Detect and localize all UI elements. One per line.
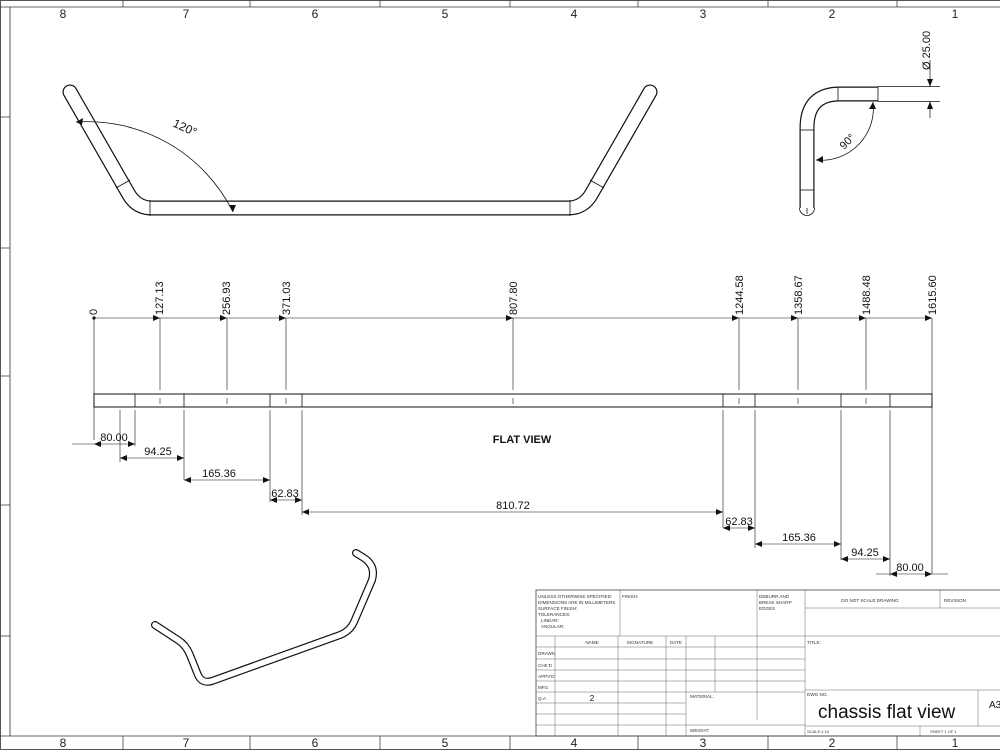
zone-bottom-1: 1 xyxy=(952,736,959,750)
diameter-label: Ø 25.00 xyxy=(921,31,933,70)
tb-note-2: DIMENSIONS ARE IN MILLIMETERS xyxy=(538,600,615,605)
flat-view: 0 127.13 256.93 371.03 807.80 1244.58 13… xyxy=(72,275,948,577)
front-view: 120° xyxy=(62,84,658,216)
zone-top-7: 7 xyxy=(183,7,190,21)
ordinate-dim-0: 0 xyxy=(88,309,100,315)
tb-col-name: NAME xyxy=(585,640,598,645)
zone-dividers xyxy=(0,0,898,750)
linear-dim-7: 94.25 xyxy=(851,547,879,559)
ordinate-dim-3: 371.03 xyxy=(281,281,293,315)
tb-do-not-scale: DO NOT SCALE DRAWING xyxy=(841,598,899,603)
tb-sheet-label: SHEET 1 OF 1 xyxy=(930,729,957,734)
zone-top-3: 3 xyxy=(700,7,707,21)
linear-dim-4: 810.72 xyxy=(496,500,530,512)
title-block: UNLESS OTHERWISE SPECIFIED: DIMENSIONS A… xyxy=(535,589,1000,737)
linear-dim-6: 165.36 xyxy=(782,532,816,544)
zone-bottom-7: 7 xyxy=(183,736,190,750)
linear-dim-0: 80.00 xyxy=(100,432,128,444)
angle-label-120: 120° xyxy=(171,116,200,139)
tb-deburr-2: BREAK SHARP xyxy=(759,600,792,605)
zone-top-5: 5 xyxy=(442,7,449,21)
ordinate-dim-7: 1488.48 xyxy=(861,275,873,315)
zone-bottom-8: 8 xyxy=(60,736,67,750)
ordinate-dim-8: 1615.60 xyxy=(927,275,939,315)
zone-bottom-3: 3 xyxy=(700,736,707,750)
linear-dim-8: 80.00 xyxy=(896,562,924,574)
tb-dwg-no: chassis flat view xyxy=(818,702,956,723)
ordinate-dim-1: 127.13 xyxy=(154,281,166,315)
tb-row-chkd: CHK'D xyxy=(538,663,553,668)
tb-revision-label: REVISION xyxy=(944,598,966,603)
tb-deburr-1: DEBURR AND xyxy=(759,594,790,599)
side-view: Ø 25.00 90° xyxy=(799,31,940,216)
ordinate-dim-6: 1358.67 xyxy=(793,275,805,315)
zone-bottom-6: 6 xyxy=(312,736,319,750)
tb-deburr-3: EDGES xyxy=(759,606,775,611)
angle-label-90: 90° xyxy=(838,132,858,152)
zone-top-4: 4 xyxy=(571,7,578,21)
linear-dim-3: 62.83 xyxy=(271,488,299,500)
ordinate-dim-4: 807.80 xyxy=(508,281,520,315)
tb-note-4: TOLERANCES: xyxy=(538,612,570,617)
angle-arc-120 xyxy=(75,121,234,213)
zone-top-8: 8 xyxy=(60,7,67,21)
linear-dim-5: 62.83 xyxy=(725,516,753,528)
tb-row-appvd: APPV'D xyxy=(538,674,555,679)
tb-row-drawn: DRAWN xyxy=(538,651,555,656)
tb-qa-value: 2 xyxy=(590,694,595,703)
tb-title-label: TITLE: xyxy=(807,640,821,645)
tb-note-5: LINEAR: xyxy=(541,618,559,623)
tb-scale-label: SCALE:1:10 xyxy=(807,729,830,734)
linear-dim-2: 165.36 xyxy=(202,468,236,480)
linear-dim-1: 94.25 xyxy=(144,446,172,458)
tb-dwg-no-label: DWG NO. xyxy=(807,692,828,697)
flat-view-label: FLAT VIEW xyxy=(493,434,552,446)
tb-note-6: ANGULAR: xyxy=(541,624,565,629)
zone-labels-top: 8 7 6 5 4 3 2 1 xyxy=(60,7,959,21)
tb-material-label: MATERIAL: xyxy=(690,694,714,699)
tb-note-1: UNLESS OTHERWISE SPECIFIED: xyxy=(538,594,612,599)
zone-top-6: 6 xyxy=(312,7,319,21)
tb-row-mfg: MFG xyxy=(538,685,549,690)
tb-row-qa: Q.A xyxy=(538,696,547,701)
tb-weight-label: WEIGHT: xyxy=(690,728,709,733)
ordinate-dim-5: 1244.58 xyxy=(734,275,746,315)
zone-labels-bottom: 8 7 6 5 4 3 2 1 xyxy=(60,736,959,750)
tb-finish-label: FINISH: xyxy=(622,594,638,599)
isometric-view xyxy=(151,549,377,686)
zone-bottom-2: 2 xyxy=(829,736,836,750)
tb-size: A3 xyxy=(989,700,1000,711)
zone-top-1: 1 xyxy=(952,7,959,21)
zone-bottom-5: 5 xyxy=(442,736,449,750)
zone-bottom-4: 4 xyxy=(571,736,578,750)
tb-note-3: SURFACE FINISH: xyxy=(538,606,577,611)
tb-col-signature: SIGNATURE xyxy=(627,640,653,645)
ordinate-dim-2: 256.93 xyxy=(221,281,233,315)
angle-arc-90 xyxy=(815,101,874,161)
tb-col-date: DATE xyxy=(670,640,682,645)
zone-top-2: 2 xyxy=(829,7,836,21)
